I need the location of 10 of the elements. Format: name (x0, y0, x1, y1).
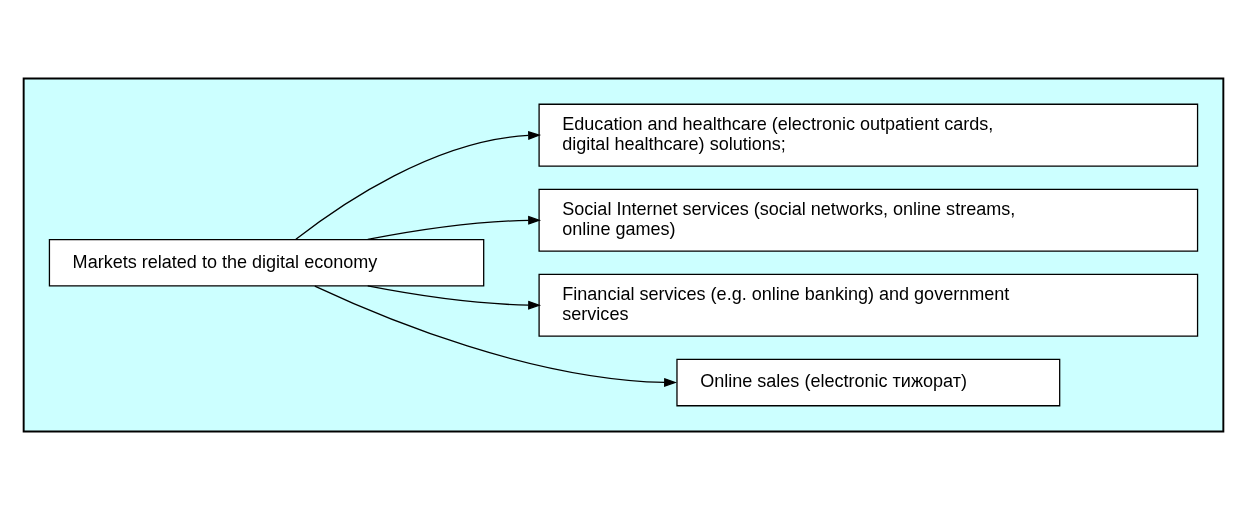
node-box: Markets related to the digital economy (48, 238, 485, 287)
arrow (295, 130, 542, 240)
arrow (367, 215, 542, 240)
arrow (367, 284, 542, 310)
node-box: Financial services (e.g. online banking) and government services (538, 273, 1199, 337)
cluster (22, 77, 1225, 432)
node-box: Social Internet services (social networks, online streams, online games) (538, 188, 1199, 252)
node-box: Education and healthcare (electronic outpatient cards, digital healthcare) solutions; (538, 103, 1199, 167)
node-box: Online sales (electronic тижорат) (676, 358, 1061, 406)
arrow (314, 284, 677, 387)
